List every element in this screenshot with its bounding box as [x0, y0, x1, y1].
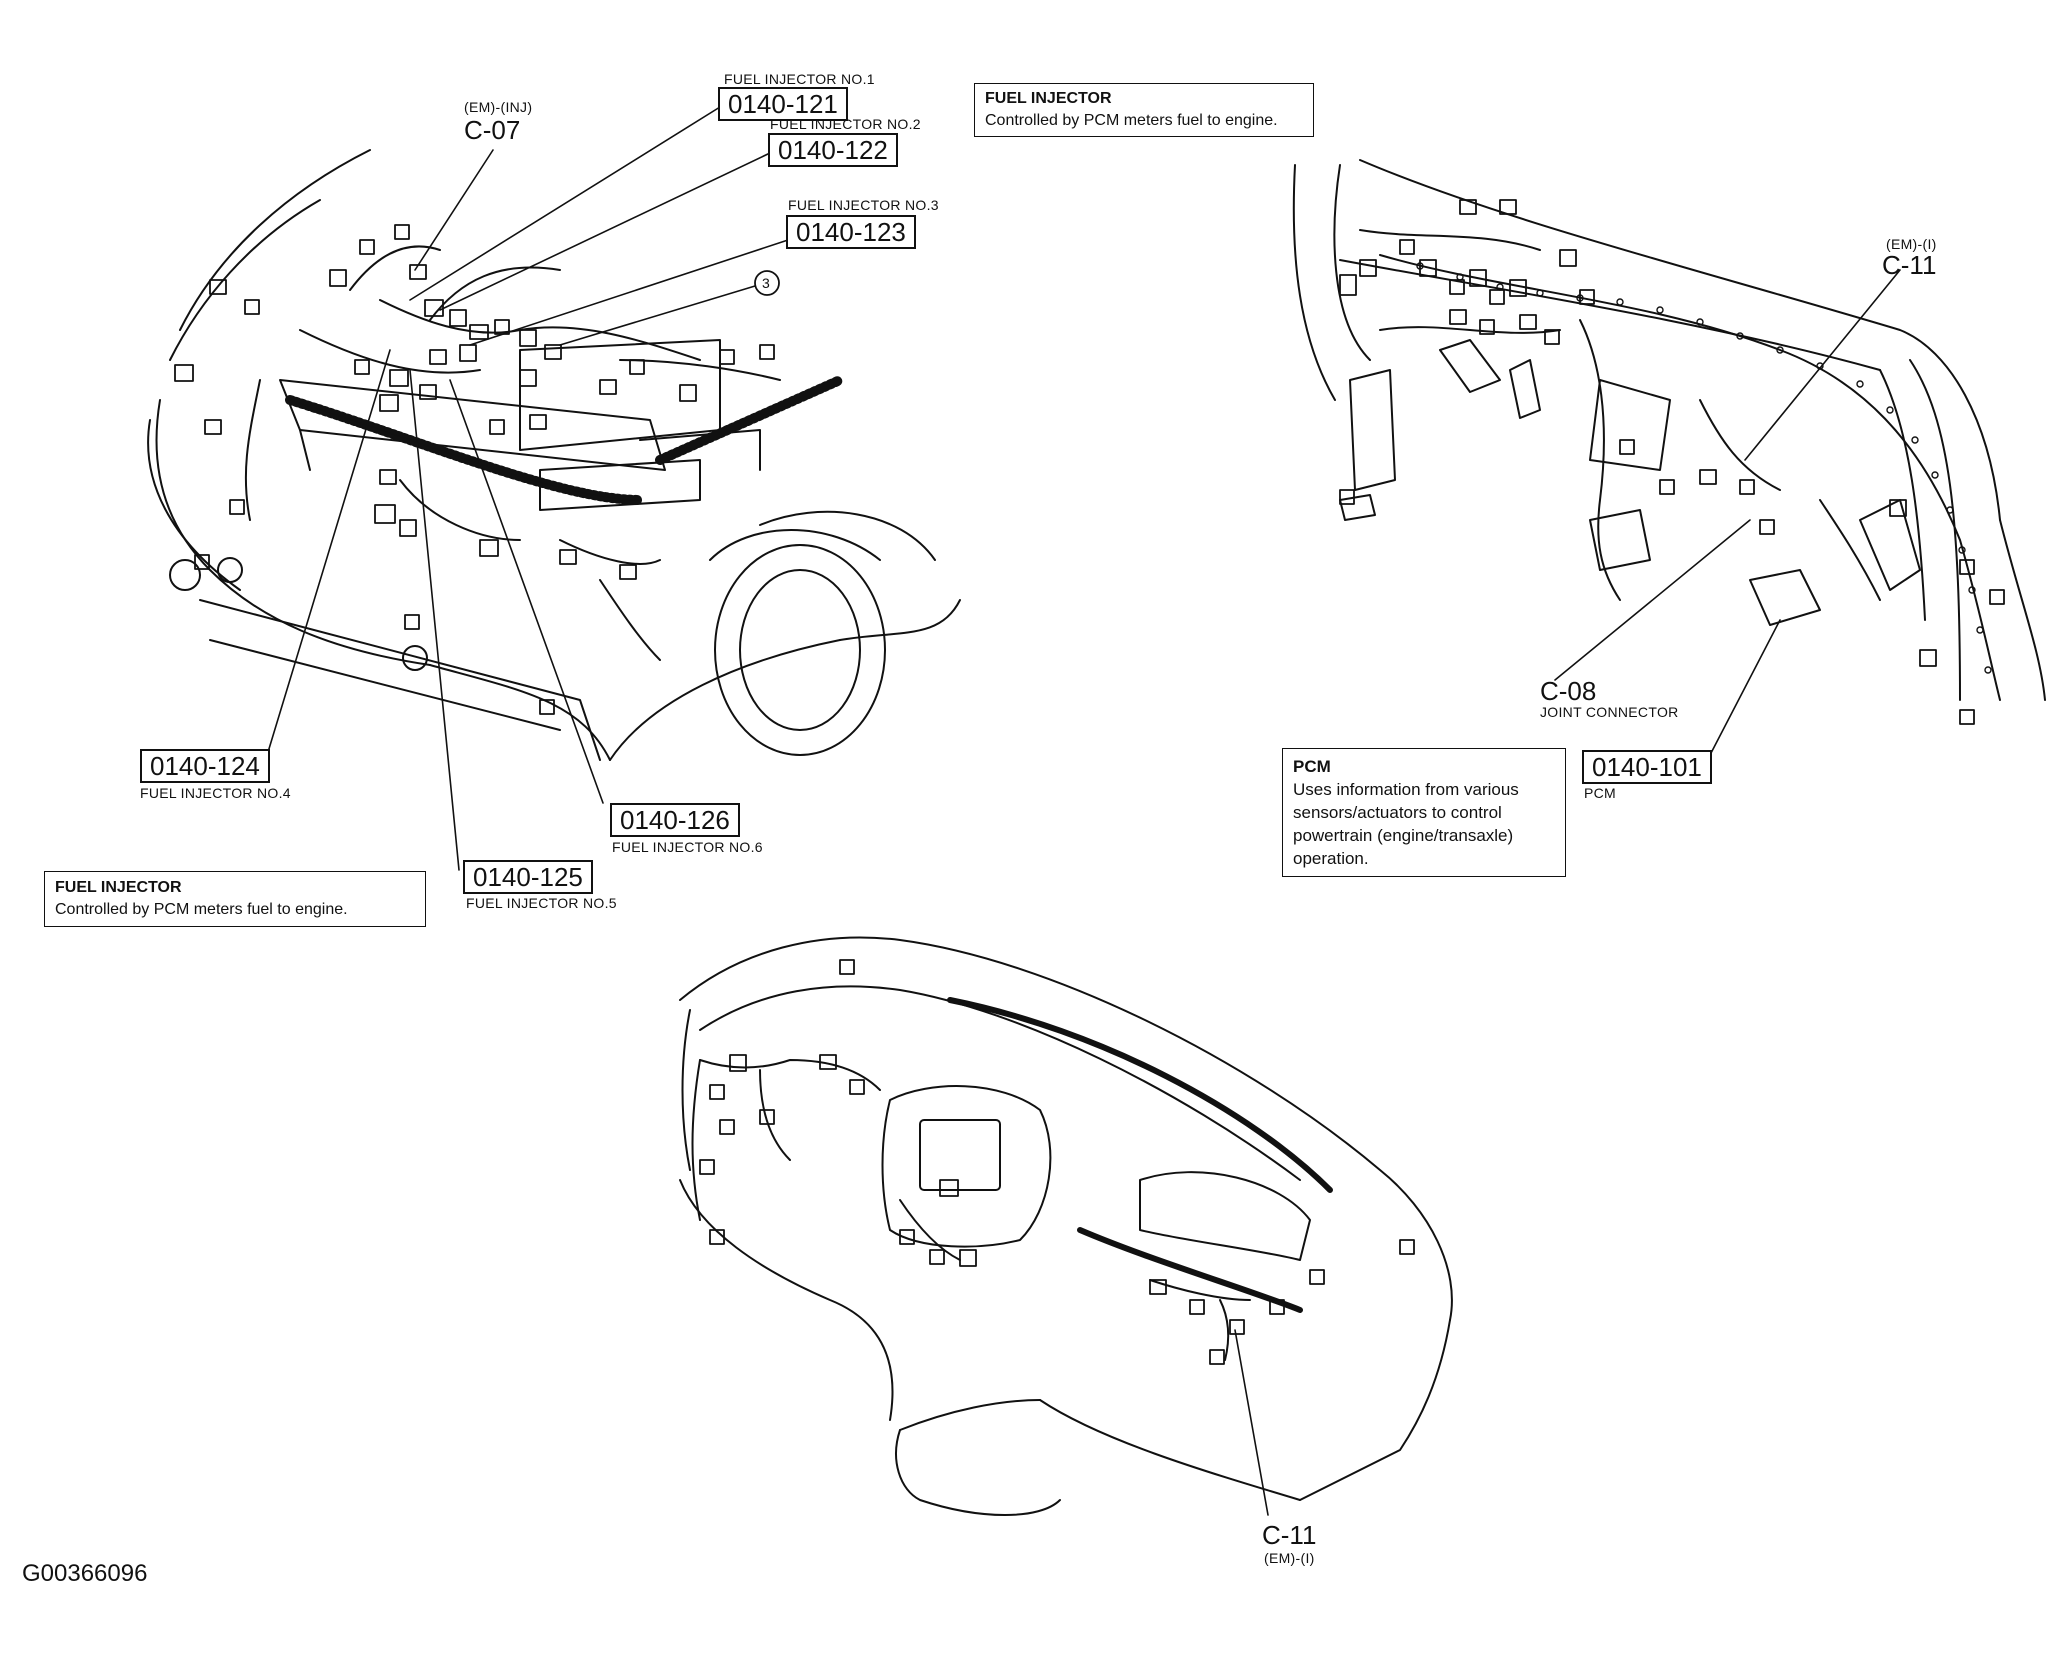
- fuel-injector-no6-label: FUEL INJECTOR NO.6: [612, 839, 763, 855]
- pcm-info-box: PCM Uses information from various sensor…: [1282, 748, 1566, 877]
- c11-top-tag: (EM)-(I): [1886, 236, 1937, 252]
- c08-id: C-08: [1540, 676, 1597, 706]
- leader-lines: [264, 106, 1901, 1516]
- c11-top-id: C-11: [1882, 250, 1937, 280]
- c07-id: C-07: [464, 115, 521, 145]
- dashboard-drawing: [679, 936, 1453, 1516]
- fuel-injector-no3-label: FUEL INJECTOR NO.3: [788, 197, 939, 213]
- instrument-panel-drawing: [1292, 159, 2046, 725]
- fuel-injector-no2-label: FUEL INJECTOR NO.2: [770, 116, 921, 132]
- fuel-injector-info-title: FUEL INJECTOR: [985, 90, 1112, 107]
- fuel-injector-no2-code: 0140-122: [768, 133, 898, 167]
- fuel-injector-info-box-left: FUEL INJECTOR Controlled by PCM meters f…: [44, 871, 426, 927]
- pcm-code: 0140-101: [1582, 750, 1712, 784]
- c07-tag: (EM)-(INJ): [464, 99, 533, 115]
- pcm-label: PCM: [1584, 785, 1617, 801]
- fuel-injector-no5-code: 0140-125: [463, 860, 593, 894]
- fuel-injector-no5-label: FUEL INJECTOR NO.5: [466, 895, 617, 911]
- figure-id: G00366096: [22, 1560, 148, 1587]
- c11-bottom-id: C-11: [1262, 1520, 1317, 1550]
- fuel-injector-info-title: FUEL INJECTOR: [55, 879, 182, 896]
- fuel-injector-no6-code: 0140-126: [610, 803, 740, 837]
- c11-bottom-tag: (EM)-(I): [1264, 1550, 1315, 1566]
- fuel-injector-info-text: Controlled by PCM meters fuel to engine.: [985, 112, 1278, 129]
- callout-number-3: 3: [762, 275, 771, 291]
- fuel-injector-no3-code: 0140-123: [786, 215, 916, 249]
- fuel-injector-no4-code: 0140-124: [140, 749, 270, 783]
- fuel-injector-info-text: Controlled by PCM meters fuel to engine.: [55, 901, 348, 918]
- fuel-injector-no1-code: 0140-121: [718, 87, 848, 121]
- pcm-info-text: Uses information from various sensors/ac…: [1293, 780, 1519, 868]
- fuel-injector-info-box-top: FUEL INJECTOR Controlled by PCM meters f…: [974, 83, 1314, 137]
- fuel-injector-no1-label: FUEL INJECTOR NO.1: [724, 71, 875, 87]
- pcm-info-title: PCM: [1293, 757, 1331, 776]
- engine-compartment-drawing: [147, 149, 961, 761]
- fuel-injector-no4-label: FUEL INJECTOR NO.4: [140, 785, 291, 801]
- c08-desc: JOINT CONNECTOR: [1540, 704, 1679, 720]
